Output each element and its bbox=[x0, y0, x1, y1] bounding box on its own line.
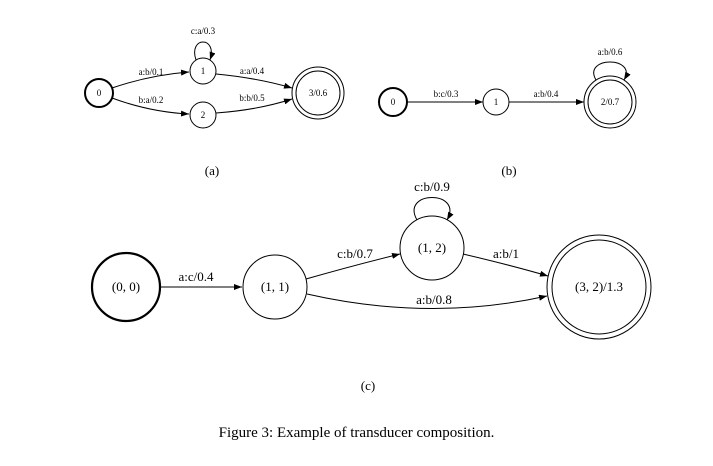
edge-c-11-12 bbox=[305, 252, 401, 280]
state-a-2-label: 2 bbox=[201, 110, 206, 120]
diagram-c-caption: (c) bbox=[361, 378, 375, 393]
edge-a-1-1-loop bbox=[194, 41, 216, 61]
state-c-32-label: (3, 2)/1.3 bbox=[575, 279, 623, 294]
edge-a-1-1-label: c:a/0.3 bbox=[191, 26, 216, 36]
diagram-b-caption: (b) bbox=[501, 163, 516, 178]
state-c-12: (1, 2) bbox=[399, 215, 465, 281]
edge-a-1-3-label: a:a/0.4 bbox=[240, 66, 265, 76]
state-b-1: 1 bbox=[482, 88, 510, 116]
edge-a-2-3 bbox=[215, 98, 293, 114]
diagram-c: (0, 0) (1, 1) (1, 2) (3, 2)/1.3 a:c/0.4 … bbox=[90, 179, 652, 393]
edge-b-0-1-label: b:c/0.3 bbox=[434, 89, 459, 99]
diagram-a: 0 1 2 3/0.6 a:b/0.1 b:a/0.2 c:a/0.3 a:a/… bbox=[84, 26, 345, 178]
edge-c-12-12-label: c:b/0.9 bbox=[414, 179, 450, 194]
edge-c-12-12-loop bbox=[413, 197, 454, 221]
state-b-1-label: 1 bbox=[494, 97, 499, 107]
edge-a-0-2 bbox=[111, 97, 190, 117]
edge-c-11-12-label: c:b/0.7 bbox=[337, 246, 373, 261]
state-a-1-label: 1 bbox=[201, 66, 206, 76]
state-c-32-final: (3, 2)/1.3 bbox=[546, 234, 652, 340]
edge-c-12-32 bbox=[462, 253, 549, 277]
state-a-0: 0 bbox=[84, 78, 114, 108]
edge-a-0-1-label: a:b/0.1 bbox=[139, 67, 164, 77]
edge-b-2-2-loop bbox=[593, 61, 631, 81]
state-b-0: 0 bbox=[378, 87, 408, 117]
edge-c-12-32-label: a:b/1 bbox=[493, 246, 519, 261]
state-c-11: (1, 1) bbox=[242, 254, 308, 320]
edge-b-1-2-label: a:b/0.4 bbox=[534, 89, 559, 99]
state-c-11-label: (1, 1) bbox=[261, 279, 289, 294]
state-b-2-label: 2/0.7 bbox=[601, 97, 620, 107]
state-a-3-label: 3/0.6 bbox=[309, 88, 328, 98]
edge-c-11-32-label: a:b/0.8 bbox=[416, 292, 452, 307]
figure-caption: Figure 3: Example of transducer composit… bbox=[218, 425, 495, 441]
state-b-2-final: 2/0.7 bbox=[583, 75, 637, 129]
diagram-b: 0 1 2/0.7 b:c/0.3 a:b/0.4 a:b/0.6 (b) bbox=[378, 47, 637, 178]
state-a-2: 2 bbox=[189, 101, 217, 129]
diagram-a-caption: (a) bbox=[205, 163, 219, 178]
edge-a-2-3-label: b:b/0.5 bbox=[239, 93, 265, 103]
state-c-12-label: (1, 2) bbox=[418, 240, 446, 255]
edge-a-1-3 bbox=[215, 73, 293, 89]
state-a-3-final: 3/0.6 bbox=[291, 66, 345, 120]
state-c-00-label: (0, 0) bbox=[112, 279, 140, 294]
edge-b-2-2-label: a:b/0.6 bbox=[598, 47, 623, 57]
state-a-1: 1 bbox=[189, 57, 217, 85]
state-b-0-label: 0 bbox=[391, 97, 396, 107]
edge-a-0-2-label: b:a/0.2 bbox=[139, 95, 164, 105]
edge-c-11-32 bbox=[306, 293, 548, 309]
edge-c-00-11-label: a:c/0.4 bbox=[178, 269, 214, 284]
state-a-0-label: 0 bbox=[97, 88, 102, 98]
edge-a-0-1 bbox=[111, 69, 190, 89]
state-c-00: (0, 0) bbox=[90, 251, 162, 323]
